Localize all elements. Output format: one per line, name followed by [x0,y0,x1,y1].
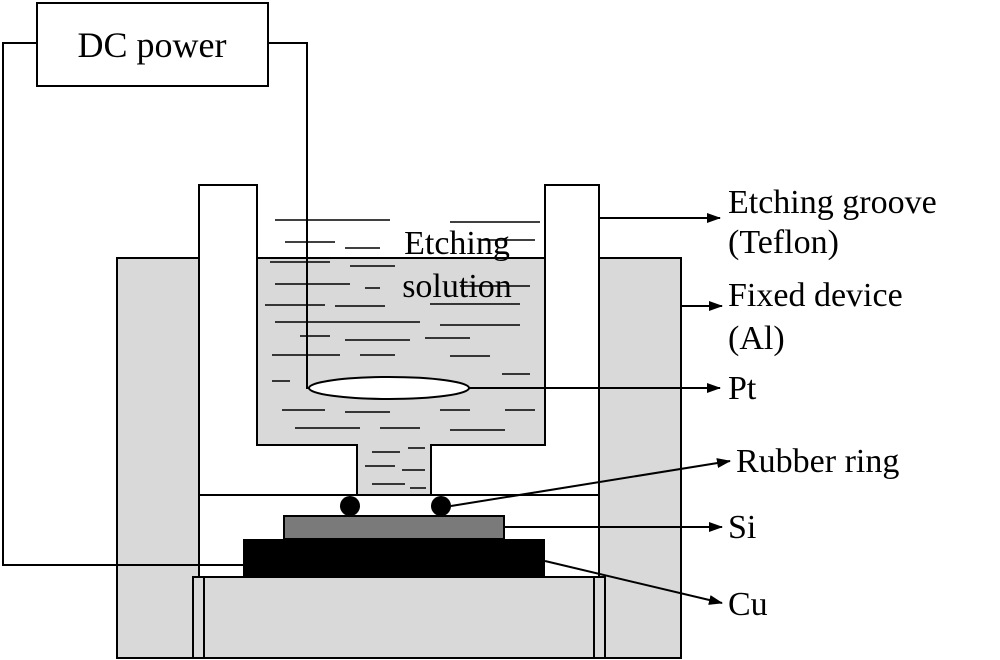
base-block [192,576,606,659]
etching-groove-label-line2: (Teflon) [728,224,839,261]
cu-block [243,539,545,577]
rubber-ring-left [340,496,360,516]
rubber-ring-arrow [450,458,731,507]
fixed-device-label-line1: Fixed device [728,277,903,314]
rubber-ring-label: Rubber ring [736,443,899,480]
etching-solution-label-line2: solution [402,268,512,305]
rubber-ring-right [431,496,451,516]
etching-solution-label-line1: Etching [404,225,510,262]
wire-to-pt [268,42,309,389]
fixed-device-label-line2: (Al) [728,320,785,357]
dc-power-box [36,2,269,87]
si-wafer [283,515,505,540]
pt-electrode [308,376,470,400]
si-label: Si [728,509,756,546]
etching-solution-dashes [265,219,540,489]
wire-to-cu [2,42,243,566]
etching-groove-label-line1: Etching groove [728,184,937,221]
cu-arrow [544,560,723,605]
cu-label: Cu [728,586,768,623]
dc-power-label: DC power [78,25,227,65]
etching-groove [198,184,600,496]
pt-label: Pt [728,370,757,407]
